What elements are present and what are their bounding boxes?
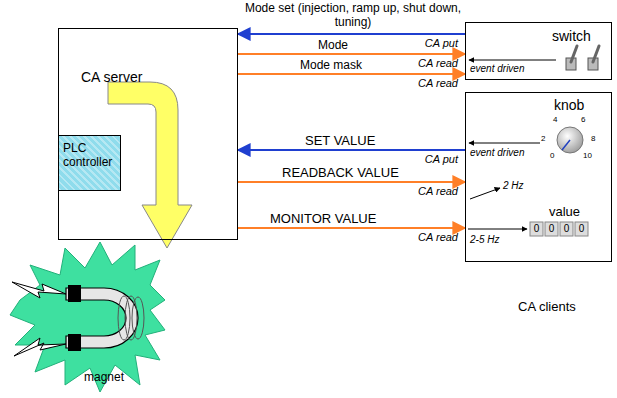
protocol-label: CA read [395,77,458,90]
toggle-lever [593,46,599,62]
signal-arrow [238,73,465,75]
dial-number: 2 [541,134,545,143]
toggle-lever [571,46,577,62]
dial-number: 4 [553,115,557,124]
rate-label: 2 Hz [503,180,524,192]
knob-pointer [562,140,570,150]
signal-label: SET VALUE [305,134,375,149]
dial-number: 6 [581,115,585,124]
poll-arrow [468,229,527,230]
signal-label: Mode mask [300,59,362,73]
protocol-label: CA read [395,231,458,244]
group-label: CA clients [518,300,576,315]
protocol-label: CA put [395,37,458,50]
poll-arrow [470,188,500,199]
box-title: switch [552,28,591,44]
signal-arrow [238,53,465,55]
box-title: CA server [81,69,142,85]
value-digit-box [575,222,588,236]
value-digit-box [560,222,573,236]
magnet-pole [68,334,81,351]
coil [132,297,144,339]
signal-label: Mode set (injection, ramp up, shut down,… [243,2,463,30]
box-title: value [549,205,580,220]
rate-label: event driven [470,147,524,159]
protocol-label: CA put [395,153,458,166]
spark [14,338,66,356]
signal-arrow [238,33,465,35]
dial-number: 8 [591,134,595,143]
event-arrow [469,60,556,61]
coil [125,296,137,340]
signal-arrow [238,227,465,229]
rate-label: 2-5 Hz [470,234,499,246]
spark [12,282,66,298]
signal-arrow [238,149,465,151]
box-title: knob [554,97,584,113]
dial-number: 0 [550,151,554,160]
value-digit: 0 [575,223,588,235]
box-title: PLC controller [63,142,117,170]
signal-label: READBACK VALUE [282,166,399,181]
knob-dial [557,127,583,153]
magnetic-field [10,242,165,392]
server-box: PLC controller CA server [58,28,238,240]
rate-label: event driven [470,63,524,75]
value-digit: 0 [545,223,558,235]
part-label: magnet [84,371,124,385]
event-arrow [469,143,540,144]
coil [118,296,130,340]
protocol-label: CA read [395,57,458,70]
plc-box: PLC controller [58,135,121,191]
protocol-label: CA read [395,185,458,198]
magnet-pole [68,285,81,302]
signal-arrow [238,181,465,183]
value-digit: 0 [560,223,573,235]
value-digit: 0 [530,223,543,235]
value-digit-box [530,222,543,236]
signal-label: Mode [318,39,348,53]
value-digit-box [545,222,558,236]
signal-label: MONITOR VALUE [270,212,376,227]
dial-number: 10 [583,151,592,160]
